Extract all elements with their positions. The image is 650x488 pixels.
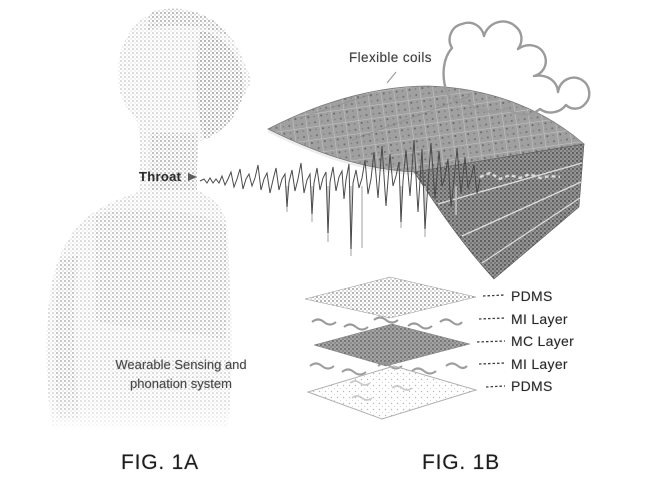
waveform-trace-over-sheet [479, 171, 561, 181]
chest-shading [95, 209, 229, 340]
coil-magnified-outline [442, 20, 591, 116]
sheet-layer-stripe-1 [437, 162, 583, 205]
layer-pdms-top [304, 276, 477, 319]
layer-label-pdms-top: PDMS [511, 288, 553, 304]
sheet-layer-stripe-3 [481, 197, 581, 264]
layer-mc [313, 323, 471, 367]
fig-1b-caption: FIG. 1B [422, 451, 500, 474]
wearable-system-label-line1: Wearable Sensing and [115, 357, 247, 372]
wearable-system-label-line2: phonation system [130, 376, 232, 391]
sheet-top-surface [267, 85, 585, 173]
layer-label-mi-upper: MI Layer [511, 311, 568, 327]
flexible-coils-tick [386, 71, 397, 84]
sheet-crease-2 [351, 95, 471, 141]
throat-pointer-icon [188, 173, 197, 181]
hair-shading [148, 9, 230, 36]
flexible-coils-label: Flexible coils [349, 50, 432, 65]
layer-label-mi-lower: MI Layer [511, 356, 568, 372]
sheet-near-edge-highlight [267, 130, 415, 176]
arm-shading [55, 255, 80, 420]
layer-stack-exploded [304, 276, 506, 420]
coil-callout-line [450, 94, 459, 109]
neck-shading [150, 133, 197, 190]
wearable-system-label: Wearable Sensing and phonation system [85, 355, 277, 393]
sheet-layer-stripe-2 [461, 181, 582, 237]
layer-pdms-bottom-texture [349, 380, 413, 401]
throat-label: Throat [139, 169, 182, 184]
layer-mi-lower [309, 362, 468, 376]
waveform-trace [199, 139, 481, 250]
fig-1a-caption: FIG. 1A [121, 451, 199, 474]
sheet-crease-1 [299, 93, 373, 119]
human-figure-illustration [46, 8, 251, 429]
layer-label-pdms-bottom: PDMS [511, 378, 553, 394]
face-shading [196, 30, 245, 140]
coil-outline-path [442, 20, 591, 116]
speech-waveform [199, 139, 561, 256]
layer-leader-lines [476, 294, 506, 388]
layer-pdms-bottom [306, 365, 478, 420]
layer-label-mc: MC Layer [511, 333, 575, 349]
flexible-coil-sheet [267, 85, 585, 280]
layer-mi-upper [311, 316, 463, 331]
